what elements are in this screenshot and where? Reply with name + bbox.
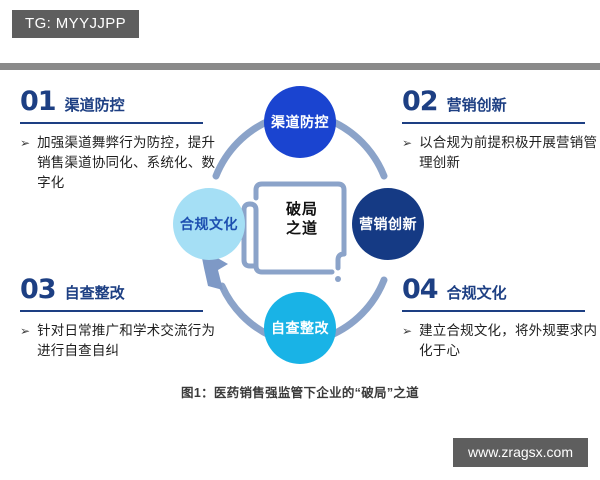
block-01-rule <box>20 122 203 124</box>
node-top-channel-control[interactable]: 渠道防控 <box>264 86 336 158</box>
block-01-title: 渠道防控 <box>64 97 125 114</box>
block-04: 04 合规文化 ➢ 建立合规文化，将外规要求内化于心 <box>402 276 598 361</box>
arc-top-left <box>212 116 275 180</box>
block-02-body: ➢ 以合规为前提积极开展营销管理创新 <box>402 133 598 173</box>
block-03-header: 03 自查整改 <box>20 276 216 303</box>
block-04-body: ➢ 建立合规文化，将外规要求内化于心 <box>402 321 598 361</box>
block-03: 03 自查整改 ➢ 针对日常推广和学术交流行为进行自查自纠 <box>20 276 216 361</box>
arc-top-right <box>325 116 388 180</box>
node-right-marketing-innovation[interactable]: 营销创新 <box>352 188 424 260</box>
block-02-number: 02 <box>402 86 439 117</box>
site-watermark: www.zragsx.com <box>452 438 588 467</box>
header-divider-bar <box>0 63 600 70</box>
block-01-number: 01 <box>20 86 57 117</box>
block-02-title: 营销创新 <box>446 97 507 114</box>
block-03-rule <box>20 310 203 312</box>
tg-tag-badge: TG: MYYJJPP <box>12 10 140 38</box>
block-01-text: 加强渠道舞弊行为防控，提升销售渠道协同化、系统化、数字化 <box>37 135 216 190</box>
bullet-arrow-icon: ➢ <box>402 324 413 338</box>
block-04-title: 合规文化 <box>446 285 507 302</box>
block-02: 02 营销创新 ➢ 以合规为前提积极开展营销管理创新 <box>402 88 598 173</box>
block-03-text: 针对日常推广和学术交流行为进行自查自纠 <box>37 323 216 358</box>
node-left-compliance-culture[interactable]: 合规文化 <box>173 188 245 260</box>
block-04-header: 04 合规文化 <box>402 276 598 303</box>
document-icon-dot <box>335 276 341 282</box>
block-04-number: 04 <box>402 274 439 305</box>
center-label-line2: 之道 <box>285 220 318 237</box>
block-03-body: ➢ 针对日常推广和学术交流行为进行自查自纠 <box>20 321 216 361</box>
figure-caption: 图1：医药销售强监管下企业的“破局”之道 <box>181 386 419 400</box>
center-label-line1: 破局 <box>285 201 318 218</box>
block-02-text: 以合规为前提积极开展营销管理创新 <box>419 135 598 170</box>
block-02-rule <box>402 122 585 124</box>
document-icon <box>241 181 347 275</box>
node-bottom-self-inspection[interactable]: 自查整改 <box>264 292 336 364</box>
bullet-arrow-icon: ➢ <box>20 136 31 150</box>
block-01-header: 01 渠道防控 <box>20 88 216 115</box>
arc-bottom-right <box>325 276 388 340</box>
block-01-body: ➢ 加强渠道舞弊行为防控，提升销售渠道协同化、系统化、数字化 <box>20 133 216 193</box>
block-04-rule <box>402 310 585 312</box>
bullet-arrow-icon: ➢ <box>20 324 31 338</box>
block-01: 01 渠道防控 ➢ 加强渠道舞弊行为防控，提升销售渠道协同化、系统化、数字化 <box>20 88 216 193</box>
block-02-header: 02 营销创新 <box>402 88 598 115</box>
center-label: 破局 之道 <box>272 200 332 238</box>
bullet-arrow-icon: ➢ <box>402 136 413 150</box>
block-04-text: 建立合规文化，将外规要求内化于心 <box>419 323 598 358</box>
cycle-diagram: 渠道防控 营销创新 自查整改 合规文化 破局 之道 <box>160 78 440 378</box>
block-03-number: 03 <box>20 274 57 305</box>
block-03-title: 自查整改 <box>64 285 125 302</box>
